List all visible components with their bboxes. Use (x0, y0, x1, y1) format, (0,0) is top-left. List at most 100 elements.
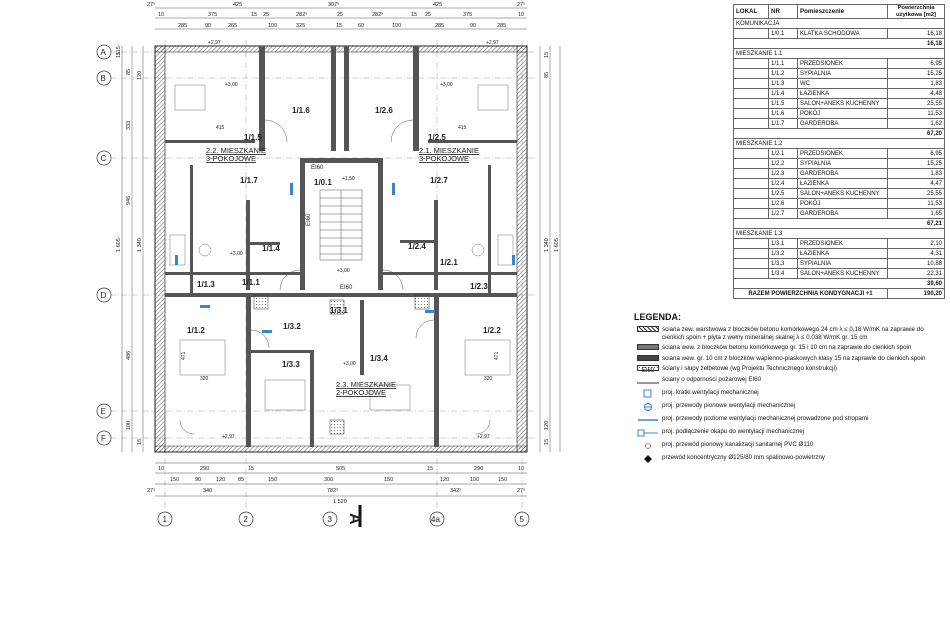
sum-value: 16,18 (733, 38, 945, 49)
dim-top-inner: 25 (263, 12, 269, 18)
cell-lokal (733, 198, 769, 209)
col-nr: NR (768, 4, 798, 19)
cell-nr: 1/0.1 (768, 28, 798, 39)
dim-top-inner: 10 (518, 12, 524, 18)
dim-bottom-inner: 15 (427, 466, 433, 472)
furniture (169, 84, 514, 411)
apartment-2-2-line1: 2.2. MIESZKANIE (206, 146, 266, 155)
cell-nr: 1/2.5 (768, 188, 798, 199)
legend-text: proj. podłączenie okapu do wentylacji me… (662, 427, 805, 435)
cell-room: ŁAZIENKA (797, 248, 888, 259)
svg-text:E: E (101, 407, 106, 416)
dim-left: 15 (116, 52, 122, 58)
cell-room: ŁAZIENKA (797, 178, 888, 189)
axis-row-f: F (96, 430, 112, 446)
apartment-2-1-line2: 3-POKOJOWE (419, 154, 469, 163)
cell-nr: 1/1.1 (768, 58, 798, 69)
cell-lokal (733, 78, 769, 89)
cell-lokal (733, 158, 769, 169)
cell-lokal (733, 178, 769, 189)
axis-col-2: 2 (238, 511, 254, 527)
dim-top-3: 100 (392, 23, 401, 29)
legend-item: proj. przewody poziome wentylacji mechan… (634, 415, 934, 425)
dim-top-inner: 375 (463, 12, 472, 18)
ei60-label: EI60 (306, 213, 312, 226)
cell-room: SALON+ANEKS KUCHENNY (797, 188, 888, 199)
doors (179, 119, 491, 435)
cell-nr: 1/1.6 (768, 108, 798, 119)
cell-lokal (733, 238, 769, 249)
cell-lokal (733, 268, 769, 279)
group-name: MIESZKANIE 1.3 (733, 228, 945, 239)
dim-left: 85 (126, 69, 132, 75)
dim-bottom-2: 85 (238, 477, 244, 483)
cell-room: POKÓJ (797, 108, 888, 119)
cell-nr: 1/3.4 (768, 268, 798, 279)
legend-item: proj. przewód pionowy kanalizacji sanita… (634, 441, 934, 451)
cell-room: GARDEROBA (797, 118, 888, 129)
axis-markers: A B C D E F 1 2 3 4a 5 (96, 44, 530, 527)
dim-bottom-outer: 27⁵ (517, 487, 525, 494)
level-mark: +3,00 (440, 82, 453, 88)
legend-text: ściana wew. gr. 10 cm z bloczków wapienn… (662, 354, 926, 362)
svg-text:5: 5 (520, 515, 525, 524)
rc-columns (253, 294, 430, 435)
apartment-2-1-line1: 2.1. MIESZKANIE (419, 146, 479, 155)
dim-top-3: 285 (178, 23, 187, 29)
cell-nr: 1/1.3 (768, 78, 798, 89)
dim-top-inner: 25 (425, 12, 431, 18)
cell-area: 10,88 (887, 258, 945, 269)
cell-area: 6,95 (887, 148, 945, 159)
col-powierzchnia: Powierzchnia użytkowa [m2] (887, 4, 945, 19)
staircase (319, 189, 363, 261)
cell-room: KLATKA SCHODOWA (797, 28, 888, 39)
level-mark: +3,00 (230, 251, 243, 257)
dim-left: 333 (126, 121, 132, 130)
dim-left: 115 (116, 46, 122, 55)
dim-top-3: 60 (358, 23, 364, 29)
room-1-3-3: 1/3.3 (282, 360, 300, 369)
total-value: 190,20 (887, 288, 945, 299)
legend-item: ściana wew. z bloczków betonu komórkoweg… (634, 344, 934, 352)
room-1-2-7: 1/2.7 (430, 176, 448, 185)
ei60-label: EI60 (311, 165, 324, 171)
cell-room: GARDEROBA (797, 208, 888, 219)
table-sum-row: 67,21 (733, 218, 945, 229)
legend-item: ściany i słupy żelbetowe (wg Projektu Te… (634, 365, 934, 373)
dim-bottom-2: 150 (498, 477, 507, 483)
legend-text: ściana wew. z bloczków betonu komórkoweg… (662, 344, 912, 351)
cell-lokal (733, 208, 769, 219)
dim-bottom-outer: 342⁵ (450, 487, 461, 494)
cell-nr: 1/3.1 (768, 238, 798, 249)
vent-horiz-icon (634, 415, 662, 425)
level-mark: +2,97 (486, 40, 499, 46)
room-1-0-1: 1/0.1 (314, 178, 332, 187)
table-group-row: KOMUNIKACJA (733, 18, 945, 29)
cell-lokal (733, 68, 769, 79)
interior-walls (165, 46, 517, 447)
level-mark: +1,50 (342, 176, 355, 182)
cell-lokal (733, 168, 769, 179)
cell-area: 1,83 (887, 78, 945, 89)
apartment-labels: 2.2. MIESZKANIE 3-POKOJOWE 2.1. MIESZKAN… (206, 146, 479, 397)
cell-area: 6,95 (887, 58, 945, 69)
svg-text:B: B (101, 74, 106, 83)
legend-item: przewód koncentryczny Ø125/80 mm spalino… (634, 454, 934, 464)
cell-lokal (733, 28, 769, 39)
cell-nr: 1/2.4 (768, 178, 798, 189)
svg-text:D: D (101, 291, 107, 300)
cell-room: SYPIALNIA (797, 158, 888, 169)
svg-text:A: A (101, 48, 107, 57)
exterior-walls (154, 45, 528, 453)
wall-sil-icon (634, 354, 662, 361)
apartment-2-2-line2: 3-POKOJOWE (206, 154, 256, 163)
